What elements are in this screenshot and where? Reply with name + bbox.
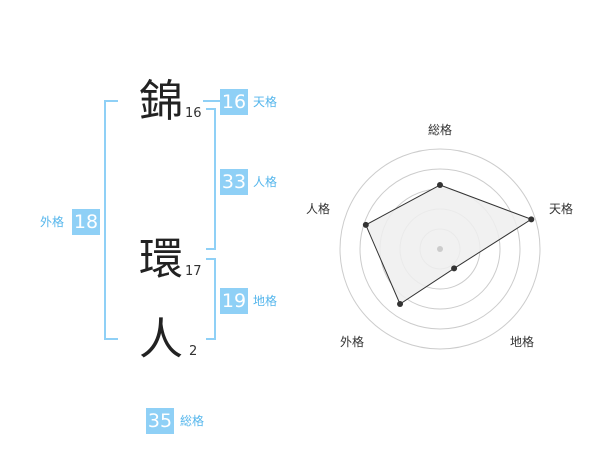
gaikaku-bracket-top: [104, 100, 118, 102]
stroke-count-1: 16: [185, 106, 202, 121]
radar-point: [397, 301, 404, 308]
gaikaku-value: 18: [72, 209, 100, 235]
radar-point: [528, 216, 535, 223]
axis-label-chikaku: 地格: [510, 334, 534, 349]
axis-label-gaikaku: 外格: [340, 334, 364, 349]
tenkaku-value: 16: [220, 89, 248, 115]
gaikaku-label: 外格: [40, 215, 65, 229]
tenkaku-connector: [203, 100, 220, 102]
radar-point: [437, 182, 443, 188]
radar-center-dot: [437, 246, 443, 252]
gaikaku-bracket-vertical: [104, 100, 106, 340]
jinkaku-value: 33: [220, 169, 248, 195]
soukaku-label: 総格: [180, 414, 205, 428]
jinkaku-bracket-top: [206, 108, 216, 110]
gaikaku-bracket-bottom: [104, 338, 118, 340]
stroke-count-2: 17: [185, 264, 202, 279]
radar-data-polygon: [365, 184, 533, 305]
jinkaku-bracket-vertical: [214, 108, 216, 250]
chikaku-value: 19: [220, 288, 248, 314]
chikaku-label: 地格: [253, 294, 278, 308]
radar-data-points: [362, 182, 535, 308]
axis-label-soukaku: 総格: [428, 122, 452, 137]
radar-ring: [359, 168, 521, 330]
soukaku-value: 35: [146, 408, 174, 434]
axis-label-tenkaku: 天格: [549, 201, 573, 216]
name-char-1: 錦: [139, 76, 183, 127]
jinkaku-bracket-bottom: [206, 248, 216, 250]
radar-ring: [339, 148, 541, 350]
chikaku-bracket-vertical: [214, 258, 216, 340]
chikaku-bracket-bottom: [206, 338, 216, 340]
radar-point: [451, 265, 458, 272]
stroke-count-3: 2: [189, 344, 198, 359]
jinkaku-label: 人格: [253, 175, 278, 189]
axis-label-jinkaku: 人格: [306, 201, 330, 216]
chikaku-bracket-top: [206, 258, 216, 260]
name-char-3: 人: [139, 314, 183, 365]
radar-point: [362, 221, 369, 228]
tenkaku-label: 天格: [253, 95, 278, 109]
name-char-2: 環: [139, 234, 183, 285]
